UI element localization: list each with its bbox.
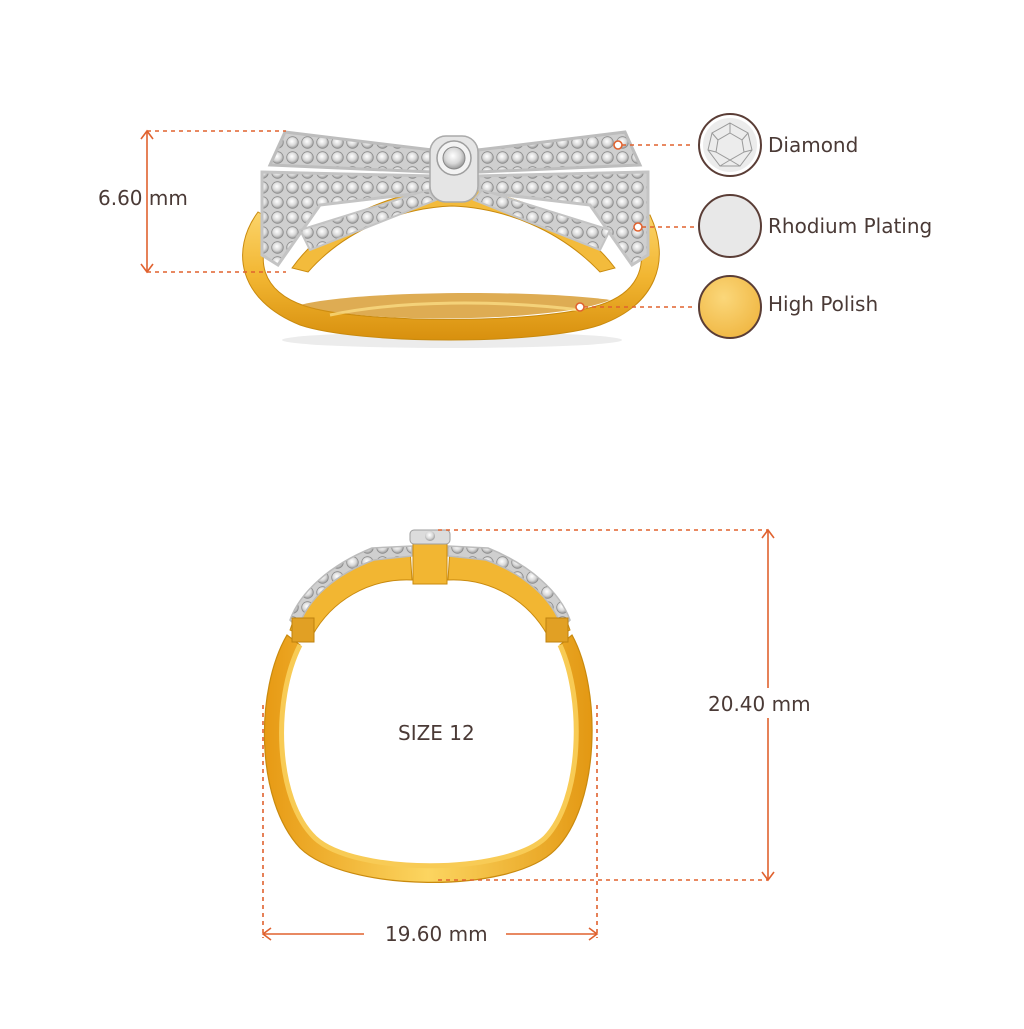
height-label-top: 6.60 mm: [98, 186, 188, 210]
width-label-side: 19.60 mm: [385, 922, 488, 946]
gold-swatch: [698, 275, 762, 339]
legend-high-polish-label: High Polish: [768, 292, 879, 316]
width-dimension-side: [261, 705, 599, 941]
rhodium-swatch: [698, 194, 762, 258]
ring-size-label: SIZE 12: [398, 721, 475, 745]
legend-rhodium-label: Rhodium Plating: [768, 214, 933, 238]
legend-diamond-label: Diamond: [768, 133, 859, 157]
legend-leaders: [575, 140, 694, 312]
ring-top-view: [242, 130, 660, 348]
height-dimension-side: [438, 528, 775, 882]
height-dimension-top: [140, 129, 286, 274]
diamond-icon: [698, 113, 762, 177]
height-label-side: 20.40 mm: [708, 692, 811, 716]
ring-side-view: [263, 529, 593, 883]
